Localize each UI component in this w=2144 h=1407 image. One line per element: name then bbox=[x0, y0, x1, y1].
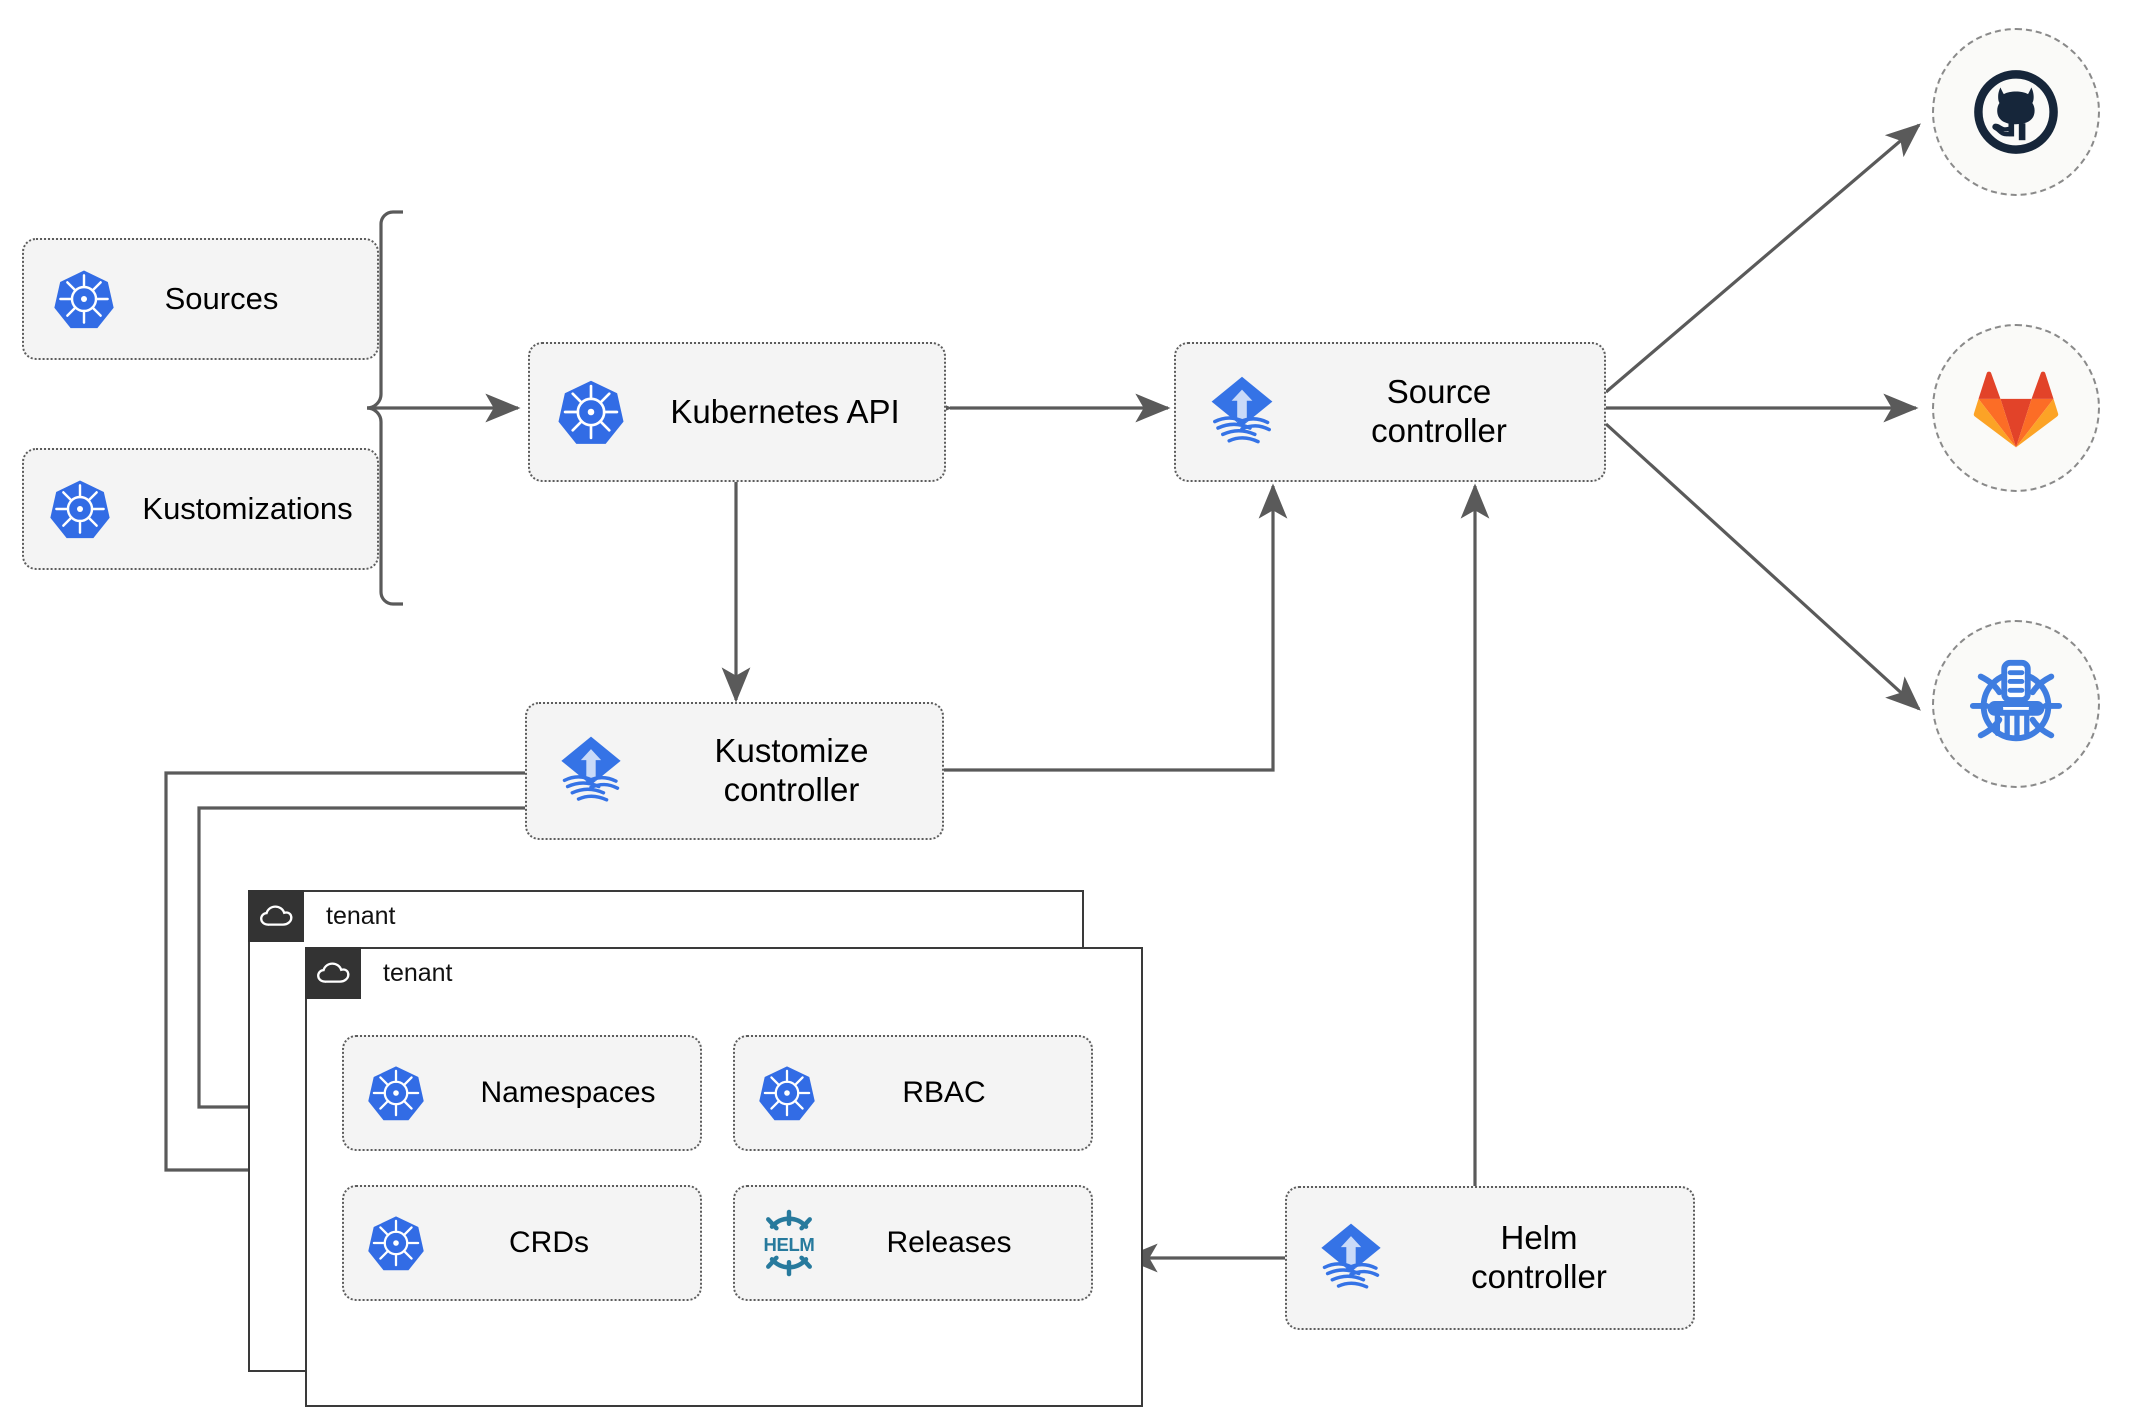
tenant-label-outer: tenant bbox=[326, 901, 396, 930]
kubernetes-icon bbox=[735, 1064, 839, 1122]
card-label-kustomize-controller: Kustomize controller bbox=[714, 732, 869, 808]
kubernetes-icon bbox=[344, 1064, 448, 1122]
tenant-header-inner: tenant bbox=[305, 947, 453, 999]
svg-text:HELM: HELM bbox=[764, 1234, 815, 1255]
card-helm-controller[interactable]: Helm controller bbox=[1285, 1186, 1695, 1330]
helm-icon: HELM bbox=[735, 1206, 843, 1280]
kubernetes-icon bbox=[24, 268, 144, 330]
card-label-kubernetes-api: Kubernetes API bbox=[670, 392, 900, 430]
edge-source-to-bucket bbox=[1604, 422, 1921, 711]
kubernetes-icon bbox=[344, 1214, 448, 1272]
cloud-icon bbox=[305, 947, 361, 999]
provider-gitlab[interactable] bbox=[1932, 324, 2100, 492]
bucket-icon bbox=[1969, 659, 2063, 742]
edge-source-to-github bbox=[1604, 123, 1921, 394]
flux-icon bbox=[1176, 372, 1308, 452]
tenant-header-outer: tenant bbox=[248, 890, 396, 942]
card-label-crds: CRDs bbox=[509, 1226, 589, 1260]
provider-github[interactable] bbox=[1932, 28, 2100, 196]
flux-icon bbox=[1287, 1219, 1415, 1297]
gitlab-icon bbox=[1973, 371, 2059, 448]
card-source-controller[interactable]: Source controller bbox=[1174, 342, 1606, 482]
card-releases[interactable]: HELM Releases bbox=[733, 1185, 1093, 1301]
card-label-releases: Releases bbox=[886, 1226, 1012, 1260]
card-namespaces[interactable]: Namespaces bbox=[342, 1035, 702, 1151]
kubernetes-icon bbox=[530, 378, 652, 446]
card-label-kustomizations: Kustomizations bbox=[142, 490, 353, 526]
cloud-icon bbox=[248, 890, 304, 942]
tenant-label-inner: tenant bbox=[383, 958, 453, 987]
card-label-helm-controller: Helm controller bbox=[1471, 1219, 1607, 1295]
card-label-sources: Sources bbox=[164, 280, 279, 316]
card-kustomize-controller[interactable]: Kustomize controller bbox=[525, 702, 944, 840]
kubernetes-icon bbox=[24, 478, 136, 540]
card-rbac[interactable]: RBAC bbox=[733, 1035, 1093, 1151]
flux-icon bbox=[527, 732, 655, 810]
provider-bucket[interactable] bbox=[1932, 620, 2100, 788]
card-crds[interactable]: CRDs bbox=[342, 1185, 702, 1301]
card-label-source-controller: Source controller bbox=[1371, 373, 1507, 449]
card-label-rbac: RBAC bbox=[902, 1076, 986, 1110]
card-sources[interactable]: Sources bbox=[22, 238, 379, 360]
edge-kustomize-to-source bbox=[944, 483, 1288, 772]
github-icon bbox=[1974, 70, 2058, 154]
tenant-container-inner bbox=[305, 947, 1143, 1407]
card-kustomizations[interactable]: Kustomizations bbox=[22, 448, 379, 570]
card-label-namespaces: Namespaces bbox=[480, 1076, 656, 1110]
card-kubernetes-api[interactable]: Kubernetes API bbox=[528, 342, 946, 482]
